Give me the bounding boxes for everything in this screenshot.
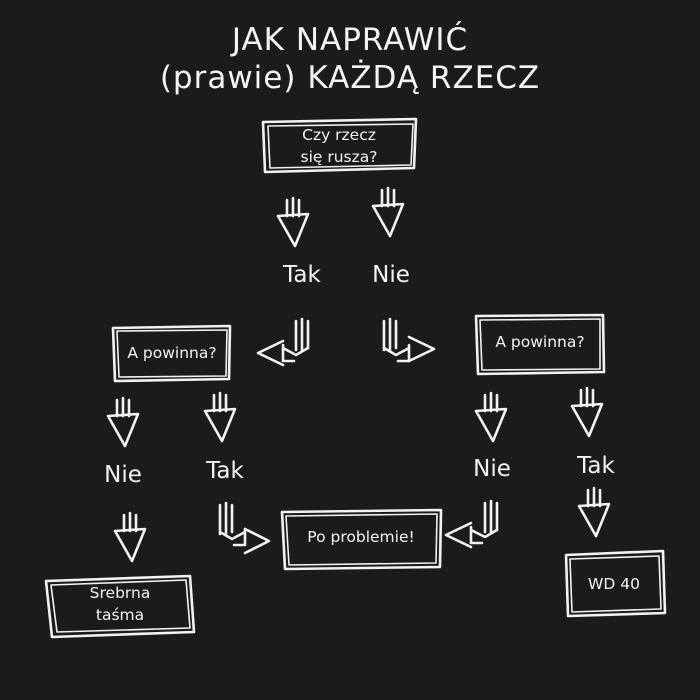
node-wd40-text: WD 40 [588,575,640,593]
node-right-question-text: A powinna? [495,333,585,351]
arrow-down-top-yes [276,196,310,248]
title-line-1: JAK NAPRAWIĆ [231,22,469,58]
label-right-no: Nie [473,456,511,482]
node-start-line-2: się rusza? [300,148,378,166]
arrow-bend-right-top [382,317,436,363]
node-start: Czy rzecz się rusza? [301,124,378,168]
arrow-down-tape [113,511,147,563]
label-top-no: Nie [372,262,410,288]
node-box-wd40 [564,549,667,618]
node-tape-line-1: Srebrna [89,584,151,602]
node-box-tape [44,574,196,639]
arrow-down-right-yes [570,386,604,438]
label-top-yes: Tak [283,262,321,288]
arrow-down-right-no [474,391,508,443]
label-left-yes: Tak [206,458,244,484]
node-box-start [261,117,418,174]
node-no-problem-text: Po problemie! [307,528,415,546]
node-box-right-question [474,313,606,376]
node-tape-line-2: taśma [95,606,145,624]
arrow-bend-left-bottom [444,499,499,549]
node-box-left-question [111,324,232,383]
node-no-problem: Po problemie! [307,526,414,548]
node-left-question-text: A powinna? [127,344,217,362]
node-start-line-1: Czy rzecz [302,126,376,144]
title-line-2: (prawie) KAŻDĄ RZECZ [159,60,541,96]
arrow-down-left-yes [203,391,237,443]
label-left-no: Nie [104,462,142,488]
node-right-question: A powinna? [495,331,584,353]
node-box-no-problem [280,508,443,571]
arrow-bend-left-top [256,317,310,367]
arrow-bend-right-bottom [218,501,271,555]
node-wd40: WD 40 [588,573,640,595]
label-right-yes: Tak [577,453,615,479]
arrow-down-top-no [371,186,405,238]
arrow-down-left-no [106,396,140,448]
node-left-question: A powinna? [127,342,216,364]
node-tape: Srebrna taśma [90,582,151,626]
arrow-down-wd40 [577,486,611,538]
